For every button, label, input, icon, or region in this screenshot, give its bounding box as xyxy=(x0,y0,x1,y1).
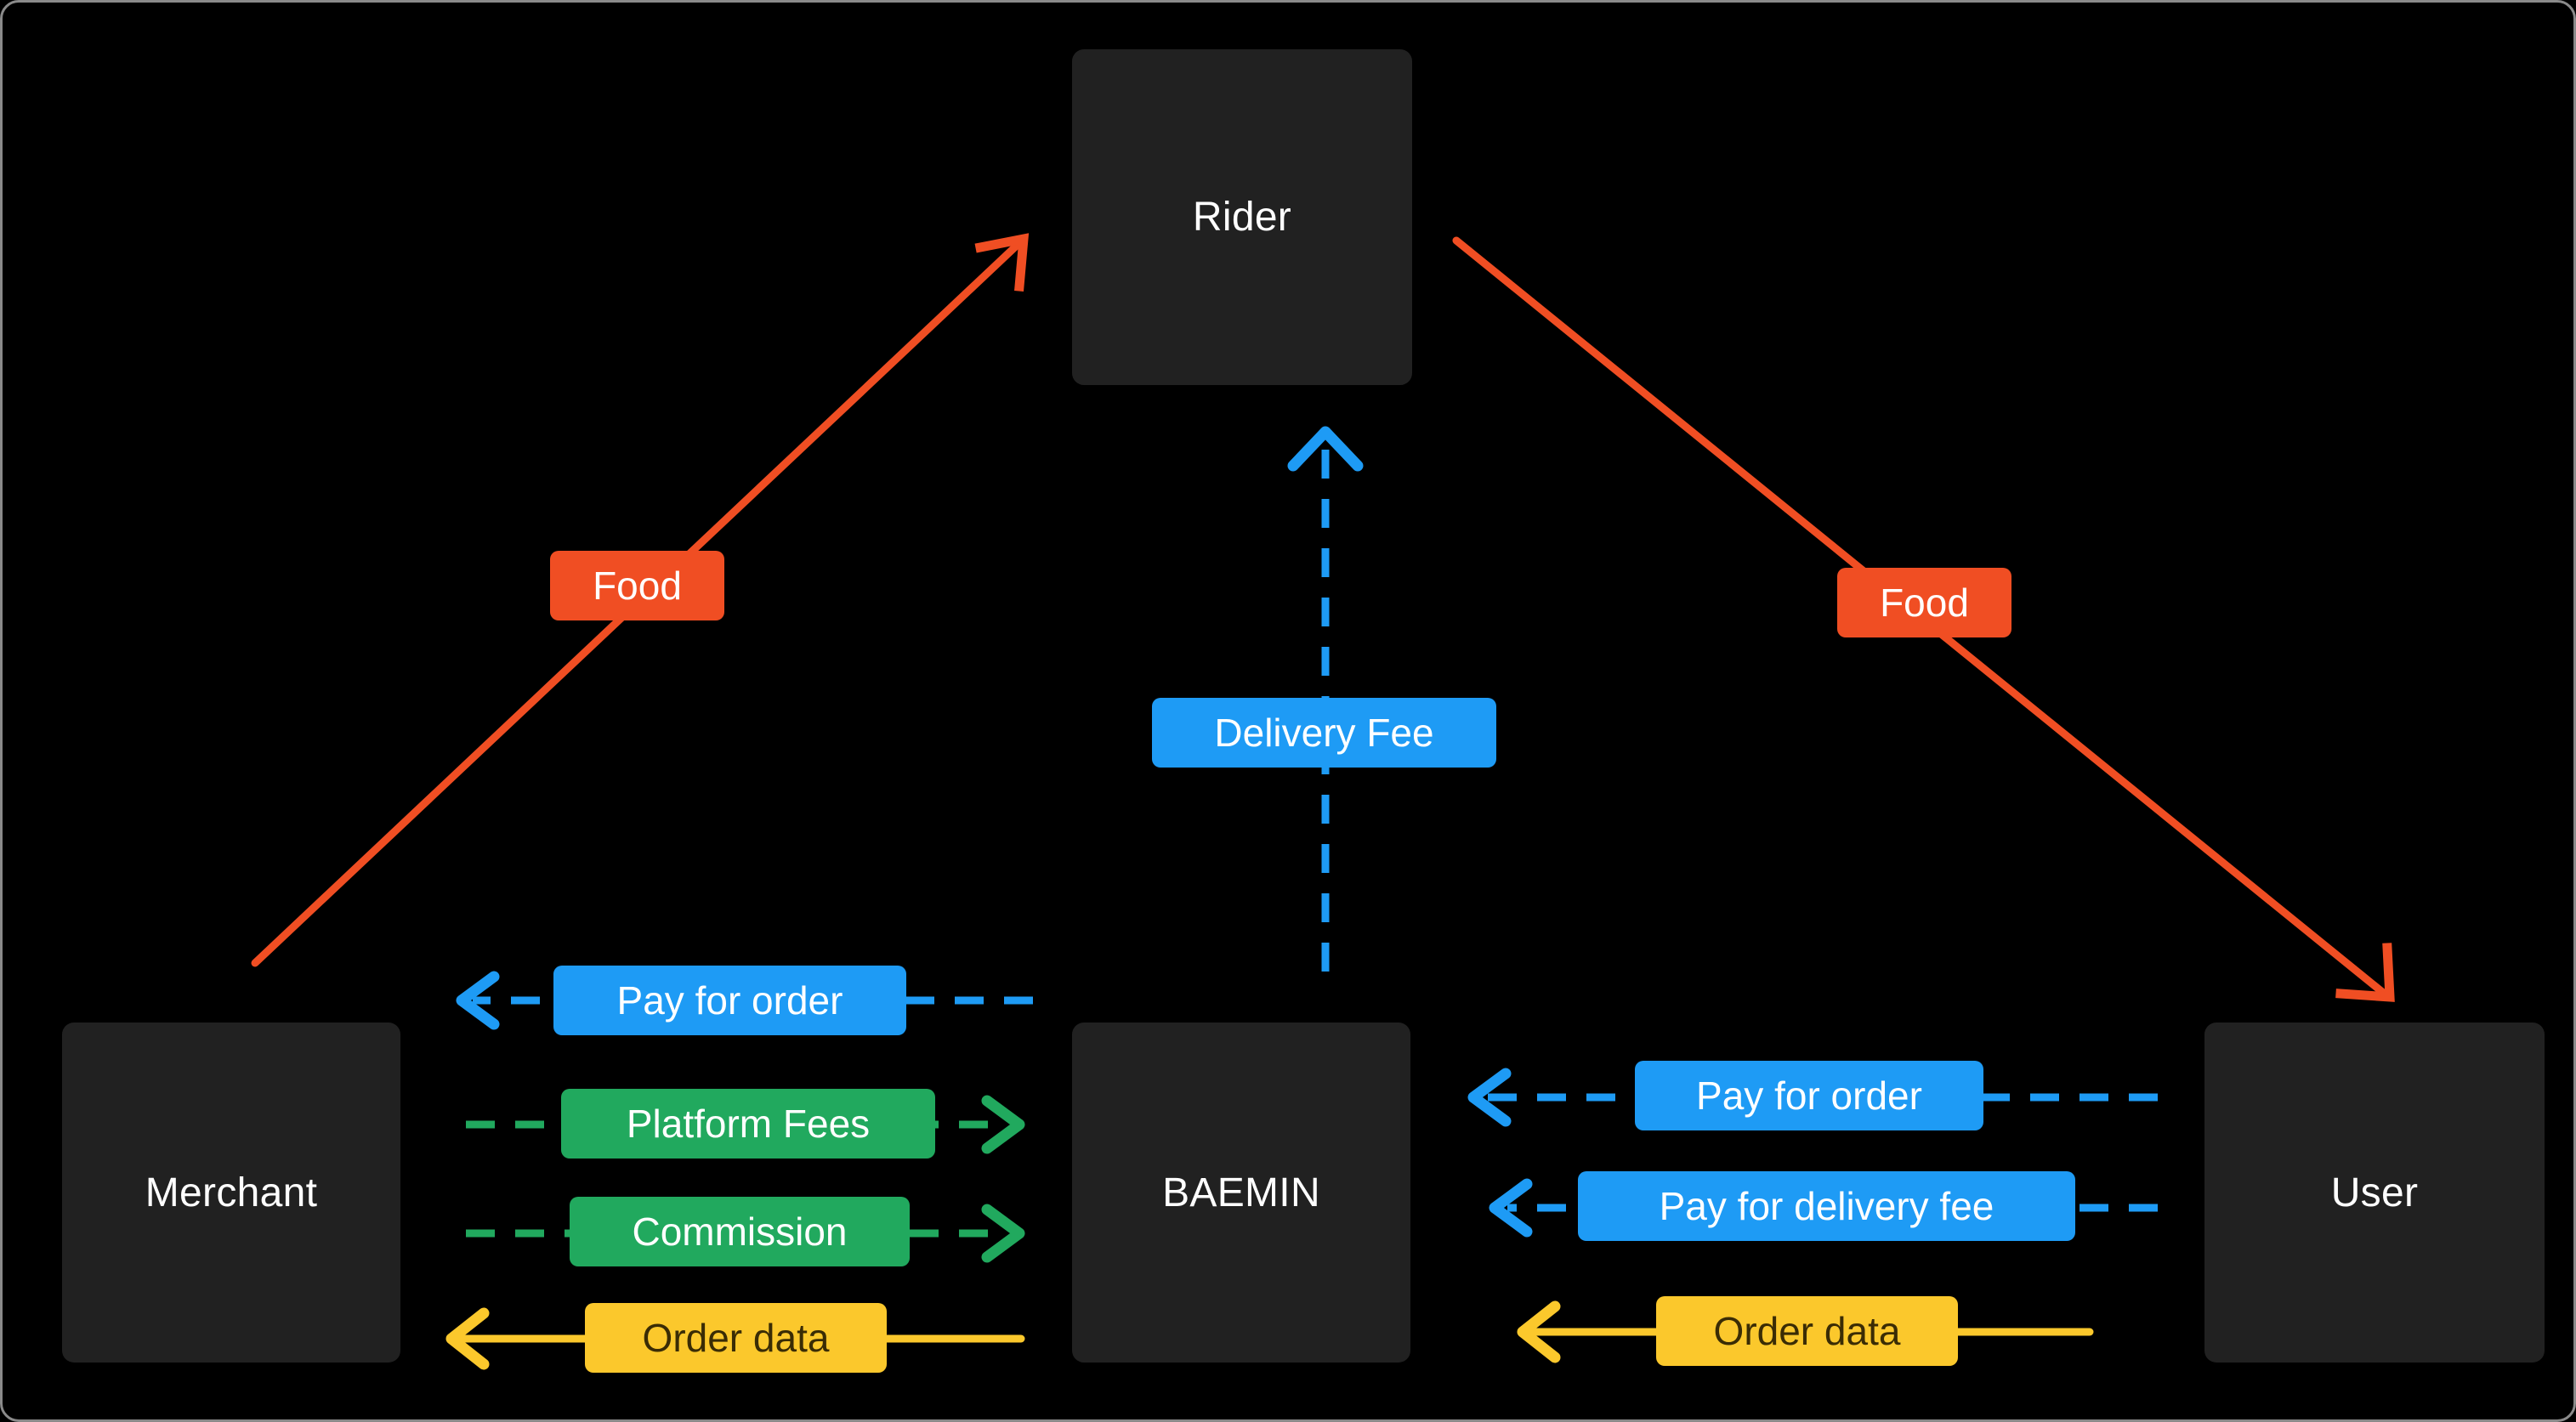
edge-label-text: Pay for order xyxy=(1696,1074,1922,1118)
node-rider[interactable]: Rider xyxy=(1072,49,1412,385)
edge-label-order-data-merchant[interactable]: Order data xyxy=(585,1303,887,1373)
edge-label-commission[interactable]: Commission xyxy=(570,1197,910,1266)
edge-label-text: Platform Fees xyxy=(626,1102,871,1146)
node-merchant[interactable]: Merchant xyxy=(62,1023,400,1363)
edge-label-food-rider-user[interactable]: Food xyxy=(1837,568,2011,637)
node-user[interactable]: User xyxy=(2204,1023,2545,1363)
node-rider-label: Rider xyxy=(1192,195,1292,240)
edge-label-text: Delivery Fee xyxy=(1214,711,1434,755)
edge-label-text: Pay for order xyxy=(616,978,843,1023)
edge-label-pay-for-order-merchant[interactable]: Pay for order xyxy=(553,966,906,1035)
edge-label-text: Order data xyxy=(1713,1309,1901,1353)
edge-label-pay-for-delivery-fee[interactable]: Pay for delivery fee xyxy=(1578,1171,2075,1241)
edge-label-order-data-user[interactable]: Order data xyxy=(1656,1296,1958,1366)
node-baemin-label: BAEMIN xyxy=(1162,1170,1320,1215)
node-merchant-label: Merchant xyxy=(145,1170,318,1215)
edge-label-text: Order data xyxy=(642,1316,830,1360)
edge-label-text: Pay for delivery fee xyxy=(1659,1184,1994,1228)
node-baemin[interactable]: BAEMIN xyxy=(1072,1023,1410,1363)
edge-label-delivery-fee[interactable]: Delivery Fee xyxy=(1152,698,1496,768)
edge-label-pay-for-order-user[interactable]: Pay for order xyxy=(1635,1061,1983,1130)
edge-label-text: Commission xyxy=(632,1210,848,1254)
edge-label-platform-fees[interactable]: Platform Fees xyxy=(561,1089,935,1159)
node-user-label: User xyxy=(2330,1170,2419,1215)
edge-label-food-merchant-rider[interactable]: Food xyxy=(550,551,724,620)
edge-label-text: Food xyxy=(1880,581,1969,625)
edge-label-text: Food xyxy=(593,564,682,608)
